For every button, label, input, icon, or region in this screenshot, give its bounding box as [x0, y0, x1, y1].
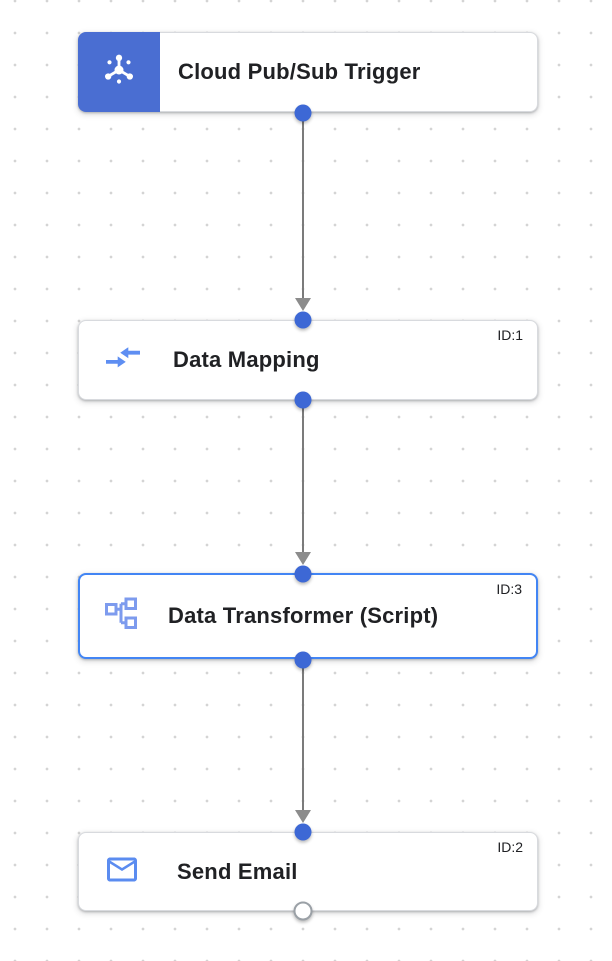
data-mapping-input-port[interactable] — [294, 311, 312, 329]
arrowhead-down-icon — [295, 298, 311, 311]
edge-trigger-to-mapping — [302, 113, 304, 299]
arrowhead-down-icon — [295, 552, 311, 565]
data-transformer-icon — [103, 596, 139, 637]
node-id-badge: ID:2 — [497, 839, 523, 855]
node-label: Send Email — [177, 858, 298, 884]
node-cloud-pubsub-trigger[interactable]: Cloud Pub/Sub Trigger — [78, 32, 538, 112]
edge-mapping-to-transformer — [302, 400, 304, 552]
edge-transformer-to-email — [302, 660, 304, 810]
node-label: Cloud Pub/Sub Trigger — [178, 59, 421, 84]
send-email-output-port-open[interactable] — [293, 901, 313, 921]
trigger-output-port[interactable] — [294, 104, 312, 122]
email-icon — [104, 851, 140, 892]
data-mapping-output-port[interactable] — [294, 391, 312, 409]
arrowhead-down-icon — [295, 810, 311, 823]
node-id-badge: ID:3 — [496, 581, 522, 597]
node-label: Data Transformer (Script) — [168, 603, 439, 628]
node-data-mapping[interactable]: Data Mapping ID:1 — [78, 320, 538, 400]
data-transformer-input-port[interactable] — [294, 565, 312, 583]
node-id-badge: ID:1 — [497, 327, 523, 343]
cloud-pubsub-icon — [99, 50, 139, 95]
send-email-input-port[interactable] — [294, 823, 312, 841]
data-transformer-output-port[interactable] — [294, 651, 312, 669]
trigger-icon-block — [78, 32, 160, 112]
node-data-transformer-script[interactable]: Data Transformer (Script) ID:3 — [78, 573, 538, 659]
node-send-email[interactable]: Send Email ID:2 — [78, 832, 538, 911]
node-label: Data Mapping — [173, 347, 320, 372]
data-mapping-icon — [103, 341, 143, 380]
